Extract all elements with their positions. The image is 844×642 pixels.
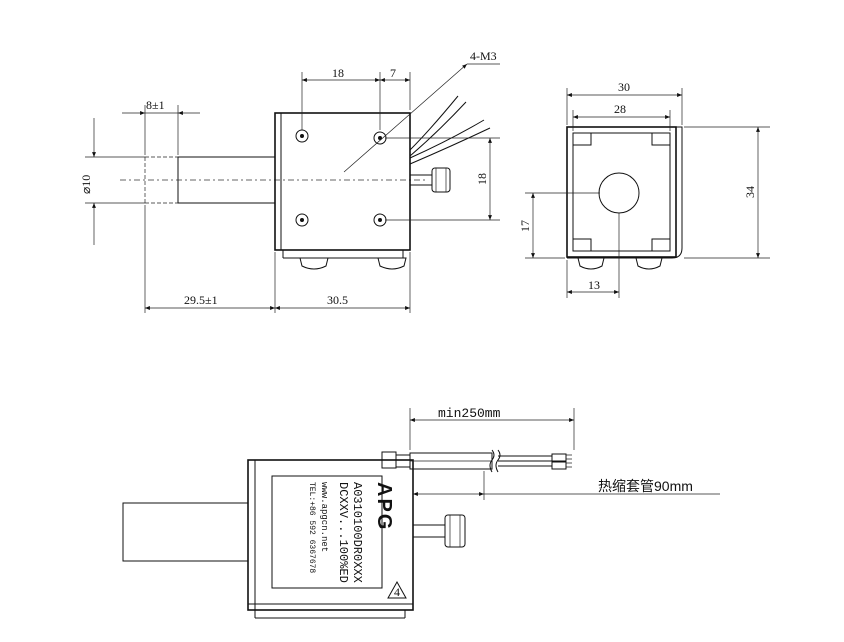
dim-8-tolerance: 8±1 <box>146 98 165 112</box>
dim-29-5: 29.5±1 <box>184 293 218 307</box>
mount-holes <box>295 129 387 227</box>
dim-17: 17 <box>518 220 532 232</box>
warning-triangle-icon <box>387 580 407 599</box>
screw-heads <box>299 257 407 270</box>
heat-shrink-note: 热缩套管90mm <box>598 478 693 494</box>
plunger-shaft-bottom <box>122 502 249 562</box>
label-model: A0310100DR0XXX <box>350 482 364 583</box>
label-logo: APG <box>373 482 395 531</box>
dim-28: 28 <box>614 102 626 116</box>
terminal-nut-bottom <box>444 514 466 548</box>
warning-mark: 4 <box>394 585 400 599</box>
solenoid-body <box>274 112 411 251</box>
side-frame <box>566 126 677 258</box>
dim-min-250mm: min250mm <box>438 406 501 421</box>
label-rating: DCXXV...100%ED <box>336 482 350 583</box>
terminal-nut <box>431 167 451 193</box>
label-phone: TEL:+86 592 6367678 <box>307 482 316 573</box>
dim-18-top: 18 <box>332 66 344 80</box>
dim-18-vertical: 18 <box>475 173 489 185</box>
dim-diameter-10: ⌀10 <box>79 175 93 194</box>
front-view: 4-M3 18 7 8±1 ⌀10 18 29.5±1 30.5 <box>79 49 500 313</box>
dim-30: 30 <box>618 80 630 94</box>
dim-4-m3: 4-M3 <box>470 49 497 63</box>
product-label <box>271 475 383 589</box>
dim-13: 13 <box>588 278 600 292</box>
lead-wires <box>409 95 491 165</box>
dim-30-5: 30.5 <box>327 293 348 307</box>
dim-34: 34 <box>743 186 757 198</box>
label-website: www.apgcn.net <box>319 482 329 552</box>
label-view: min250mm 热缩套管90mm 4 APG A0310100DR0XXX D… <box>122 406 720 619</box>
dim-7-top: 7 <box>390 66 396 80</box>
plunger-hole <box>598 172 640 214</box>
side-view: 30 28 34 17 13 <box>518 80 770 298</box>
